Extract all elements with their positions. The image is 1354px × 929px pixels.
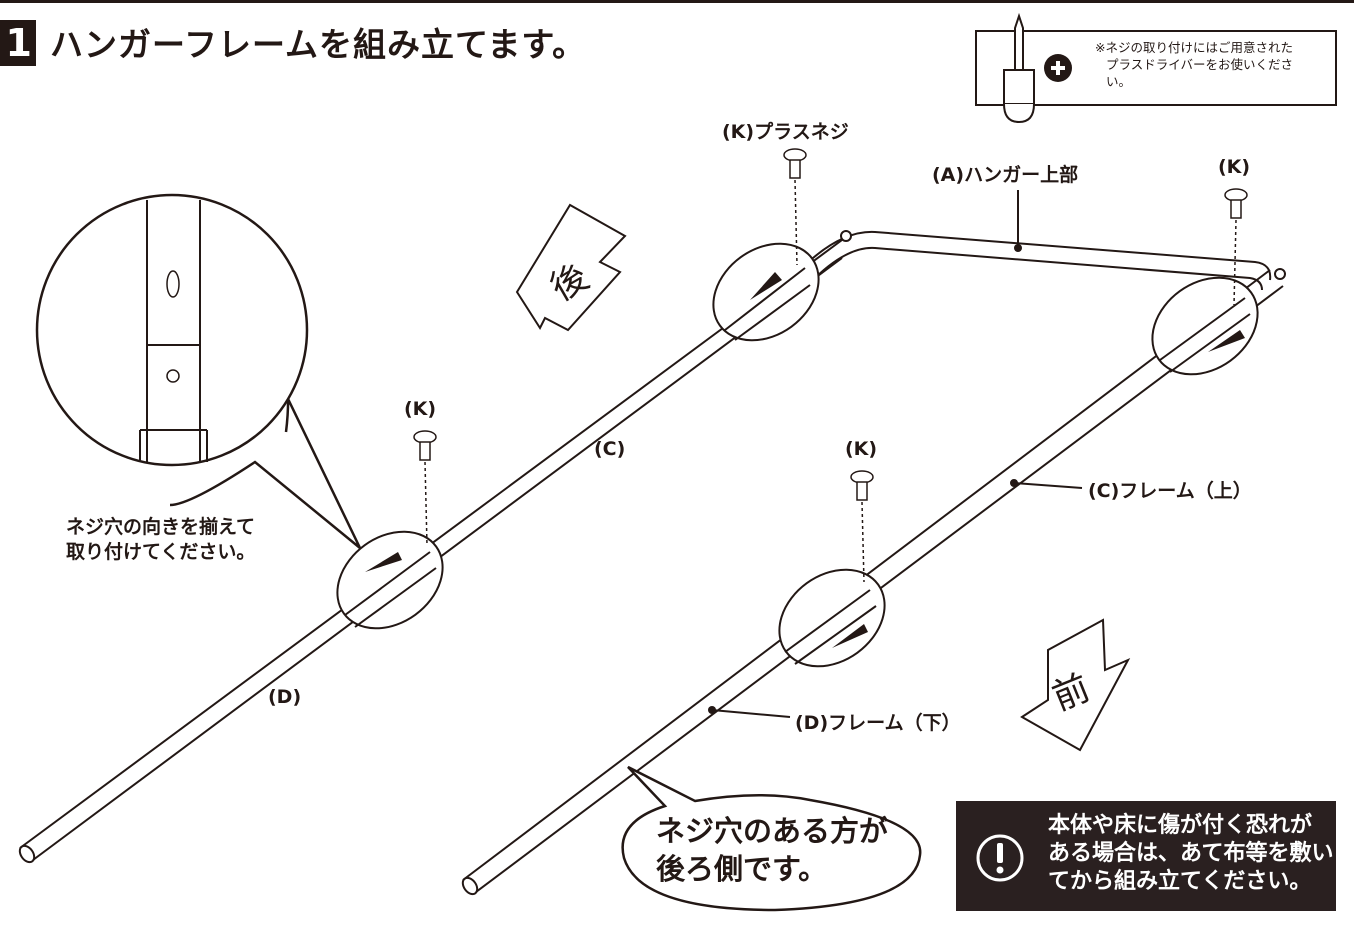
- front-direction-arrow: [1020, 618, 1131, 752]
- label-k-right: (K): [1218, 156, 1251, 178]
- detail-note-line1: ネジ穴の向きを揃えて: [66, 516, 256, 538]
- screw-k-top: [783, 148, 807, 266]
- joint-circle-front-right: [778, 568, 886, 668]
- phillips-screwdriver-icon: [1003, 12, 1035, 124]
- bubble-text: ネジ穴のある方が 後ろ側です。: [656, 812, 888, 888]
- detail-magnifier: [35, 193, 362, 549]
- label-d-frame-lower: (D)フレーム（下）: [795, 712, 961, 734]
- step-number-badge: 1: [0, 20, 36, 66]
- tool-note-line2: プラスドライバーをお使いくださ: [1106, 57, 1294, 72]
- detail-note-line2: 取り付けてください。: [66, 541, 256, 563]
- tool-note-line1: ※ネジの取り付けにはご用意された: [1095, 40, 1293, 55]
- leader-lines: [711, 190, 1083, 718]
- bubble-line1: ネジ穴のある方が: [656, 814, 889, 848]
- screw-k-left: [413, 430, 437, 546]
- label-a-hanger-top: (A)ハンガー上部: [932, 164, 1079, 186]
- screw-k-right: [1224, 188, 1248, 306]
- label-k-front: (K): [845, 438, 878, 460]
- tool-note-text: ※ネジの取り付けにはご用意された プラスドライバーをお使いくださ い。: [1095, 39, 1335, 90]
- label-k-left: (K): [404, 398, 437, 420]
- label-c-frame-upper: (C)フレーム（上）: [1088, 480, 1252, 502]
- tool-note-box: [975, 30, 1337, 106]
- joint-circle-back-right: [1151, 276, 1259, 376]
- back-direction-arrow: [515, 203, 627, 332]
- speech-bubble: [621, 765, 922, 912]
- step-title: ハンガーフレームを組み立てます。: [50, 25, 587, 64]
- warning-line2: ある場合は、あて布等を敷い: [1048, 841, 1334, 866]
- bubble-line2: 後ろ側です。: [656, 852, 828, 886]
- warning-text: 本体や床に傷が付く恐れが ある場合は、あて布等を敷い てから組み立てください。: [1048, 812, 1334, 896]
- screw-k-front: [850, 470, 874, 583]
- top-rule: [0, 0, 1354, 3]
- detail-note: ネジ穴の向きを揃えて 取り付けてください。: [66, 515, 255, 565]
- label-c-left: (C): [594, 438, 626, 460]
- tool-note-line3: い。: [1106, 74, 1132, 89]
- label-k-plus-screw: (K)プラスネジ: [722, 121, 849, 143]
- label-d-left: (D): [268, 686, 302, 708]
- plus-icon: [1044, 54, 1072, 82]
- hanger-top-tube: [799, 230, 1286, 291]
- warning-line1: 本体や床に傷が付く恐れが: [1048, 813, 1313, 838]
- warning-line3: てから組み立てください。: [1048, 869, 1312, 894]
- joint-circle-back-left: [712, 242, 820, 342]
- joint-circle-front-left: [336, 530, 444, 630]
